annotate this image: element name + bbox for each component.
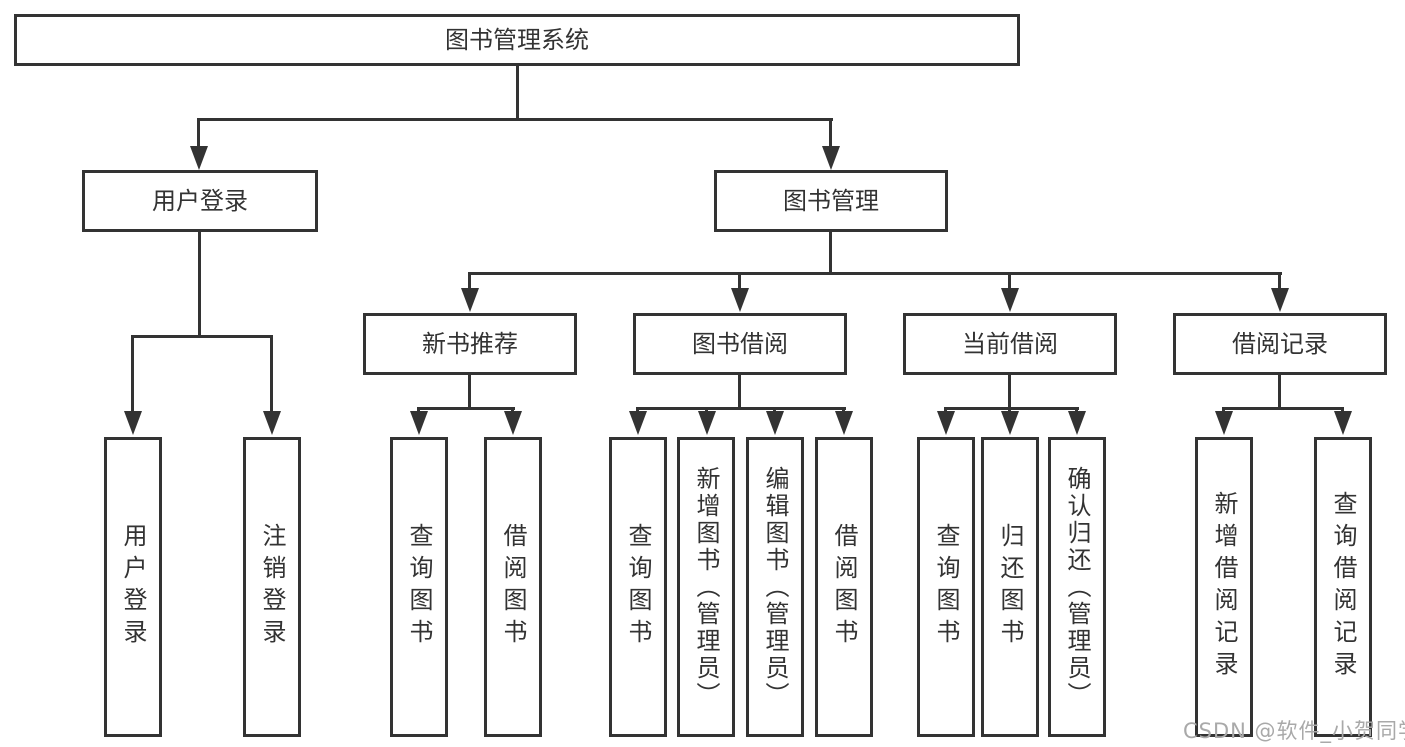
connector-line [829, 232, 832, 272]
connector-line [773, 407, 776, 413]
arrow-down-icon [1001, 288, 1019, 312]
connector-line [636, 407, 639, 413]
leaf-logout: 注销登录 [243, 437, 301, 737]
connector-line [468, 272, 1282, 275]
leaf-records-add-label: 新增借阅记录 [1210, 491, 1238, 683]
leaf-current-confirm-label: 确认归还（管理员） [1063, 465, 1091, 709]
connector-line [705, 407, 708, 413]
leaf-newbooks-borrow-label: 借阅图书 [499, 523, 527, 651]
connector-line [468, 375, 471, 407]
arrow-down-icon [190, 146, 208, 170]
leaf-current-return-label: 归还图书 [996, 523, 1024, 651]
connector-line [636, 407, 846, 410]
leaf-logout-label: 注销登录 [258, 523, 286, 651]
node-new-books-label: 新书推荐 [422, 330, 518, 358]
leaf-borrow-borrow: 借阅图书 [815, 437, 873, 737]
node-user-login-label: 用户登录 [152, 187, 248, 215]
leaf-records-query: 查询借阅记录 [1314, 437, 1372, 737]
node-current-borrow: 当前借阅 [903, 313, 1117, 375]
connector-line [417, 407, 420, 413]
watermark: CSDN @软件_小贺同学 [1183, 719, 1405, 743]
connector-line [511, 407, 514, 413]
connector-line [842, 407, 845, 413]
connector-line [197, 118, 833, 121]
leaf-borrow-borrow-label: 借阅图书 [830, 523, 858, 651]
connector-line [516, 66, 519, 118]
node-book-borrow-label: 图书借阅 [692, 330, 788, 358]
node-root-label: 图书管理系统 [445, 26, 589, 54]
arrow-down-icon [461, 288, 479, 312]
arrow-down-icon [937, 411, 955, 435]
arrow-down-icon [410, 411, 428, 435]
node-root: 图书管理系统 [14, 14, 1020, 66]
connector-line [417, 407, 515, 410]
leaf-current-confirm: 确认归还（管理员） [1048, 437, 1106, 737]
leaf-borrow-query: 查询图书 [609, 437, 667, 737]
leaf-current-query: 查询图书 [917, 437, 975, 737]
connector-line [197, 118, 200, 146]
connector-line [1008, 272, 1011, 290]
arrow-down-icon [124, 411, 142, 435]
connector-line [198, 232, 201, 335]
arrow-down-icon [263, 411, 281, 435]
leaf-current-query-label: 查询图书 [932, 523, 960, 651]
connector-line [270, 335, 273, 413]
leaf-borrow-query-label: 查询图书 [624, 523, 652, 651]
connector-line [944, 407, 947, 413]
connector-line [829, 118, 832, 146]
arrow-down-icon [835, 411, 853, 435]
leaf-newbooks-query-label: 查询图书 [405, 523, 433, 651]
connector-line [1008, 375, 1011, 407]
leaf-newbooks-query: 查询图书 [390, 437, 448, 737]
leaf-current-return: 归还图书 [981, 437, 1039, 737]
arrow-down-icon [1215, 411, 1233, 435]
leaf-borrow-edit-label: 编辑图书（管理员） [761, 465, 789, 709]
arrow-down-icon [1068, 411, 1086, 435]
arrow-down-icon [504, 411, 522, 435]
connector-line [468, 272, 471, 290]
connector-line [1222, 407, 1344, 410]
arrow-down-icon [1001, 411, 1019, 435]
node-borrow-records: 借阅记录 [1173, 313, 1387, 375]
arrow-down-icon [629, 411, 647, 435]
node-current-borrow-label: 当前借阅 [962, 330, 1058, 358]
connector-line [1075, 407, 1078, 413]
leaf-newbooks-borrow: 借阅图书 [484, 437, 542, 737]
connector-line [738, 272, 741, 290]
connector-line [131, 335, 134, 413]
leaf-borrow-add-label: 新增图书（管理员） [692, 465, 720, 709]
leaf-records-add: 新增借阅记录 [1195, 437, 1253, 737]
node-borrow-records-label: 借阅记录 [1232, 330, 1328, 358]
connector-line [1222, 407, 1225, 413]
connector-line [738, 375, 741, 407]
connector-line [131, 335, 273, 338]
connector-line [1278, 375, 1281, 407]
node-book-mgmt: 图书管理 [714, 170, 948, 232]
leaf-records-query-label: 查询借阅记录 [1329, 491, 1357, 683]
node-book-mgmt-label: 图书管理 [783, 187, 879, 215]
leaf-user-login: 用户登录 [104, 437, 162, 737]
arrow-down-icon [698, 411, 716, 435]
connector-line [1341, 407, 1344, 413]
arrow-down-icon [766, 411, 784, 435]
node-new-books: 新书推荐 [363, 313, 577, 375]
node-book-borrow: 图书借阅 [633, 313, 847, 375]
arrow-down-icon [731, 288, 749, 312]
arrow-down-icon [1271, 288, 1289, 312]
leaf-borrow-add: 新增图书（管理员） [677, 437, 735, 737]
leaf-user-login-label: 用户登录 [119, 523, 147, 651]
node-user-login: 用户登录 [82, 170, 318, 232]
connector-line [1278, 272, 1281, 290]
connector-line [1008, 407, 1011, 413]
leaf-borrow-edit: 编辑图书（管理员） [746, 437, 804, 737]
arrow-down-icon [822, 146, 840, 170]
arrow-down-icon [1334, 411, 1352, 435]
connector-line [944, 407, 1079, 410]
